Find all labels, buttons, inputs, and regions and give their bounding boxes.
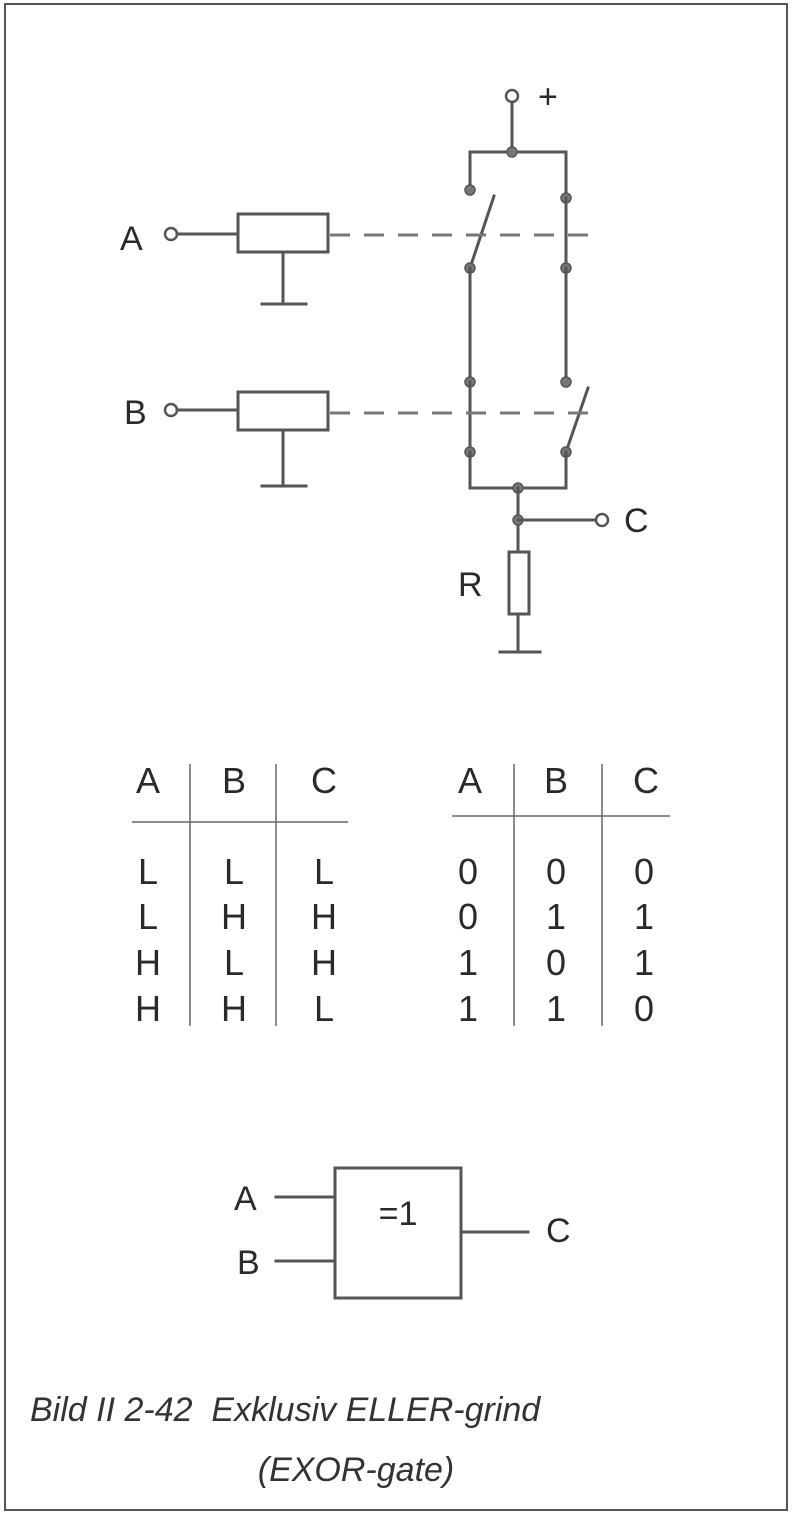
gate-input-a-label: A [234, 1180, 257, 1218]
relay-coil-b [236, 390, 330, 432]
table-lh-cell: L [224, 851, 244, 892]
switch-a1-blade [468, 194, 496, 270]
table-lh-cell: H [311, 896, 337, 937]
table-01-header: C [633, 760, 659, 801]
supply-terminal [504, 88, 520, 104]
table-01-cell: 0 [546, 851, 566, 892]
gate-input-b-label: B [237, 1244, 260, 1282]
switch-b2-contact-top [560, 376, 572, 388]
relay-circuit: + C R A [120, 78, 649, 654]
switch-a1-contact-top [464, 184, 476, 196]
table-01-cell: 0 [458, 896, 478, 937]
supply-junction [506, 146, 518, 158]
output-label: C [624, 502, 649, 540]
input-b-label: B [124, 394, 147, 432]
output-terminal [594, 512, 610, 528]
figure-caption: Bild II 2-42 Exklusiv ELLER-grind (EXOR-… [30, 1391, 541, 1489]
table-01-cell: 1 [458, 942, 478, 983]
resistor-label: R [458, 566, 483, 604]
table-01-header: A [458, 760, 482, 801]
table-lh-cell: L [138, 896, 158, 937]
table-01-cell: 0 [458, 851, 478, 892]
table-01-cell: 1 [634, 896, 654, 937]
table-01-cell: 0 [634, 988, 654, 1029]
table-lh-cell: L [314, 988, 334, 1029]
table-01-cell: 1 [458, 988, 478, 1029]
gate-body [333, 1166, 463, 1300]
table-lh-cell: H [221, 988, 247, 1029]
table-01-cell: 0 [546, 942, 566, 983]
exor-gate-symbol: =1 A B C [234, 1166, 571, 1300]
table-lh-header: C [311, 760, 337, 801]
gate-function-label: =1 [379, 1195, 418, 1233]
truth-table-01: A B C 0 0 0 0 1 1 1 0 1 1 1 0 [452, 760, 670, 1029]
table-lh-header: B [222, 760, 246, 801]
table-lh-header: A [136, 760, 160, 801]
input-b-terminal [163, 402, 179, 418]
truth-table-lh: A B C L L L L H H H L H H H L [132, 760, 348, 1029]
gate-output-label: C [546, 1212, 571, 1250]
table-01-cell: 1 [546, 896, 566, 937]
table-lh-cell: H [135, 942, 161, 983]
switch-b2-blade [564, 386, 590, 454]
supply-label: + [538, 78, 558, 116]
caption-line-1: Bild II 2-42 Exklusiv ELLER-grind [30, 1391, 541, 1429]
table-lh-cell: H [311, 942, 337, 983]
table-lh-cell: L [224, 942, 244, 983]
input-a-terminal [163, 226, 179, 242]
resistor [507, 550, 531, 616]
table-lh-cell: H [135, 988, 161, 1029]
table-lh-cell: H [221, 896, 247, 937]
table-lh-cell: L [314, 851, 334, 892]
table-01-cell: 1 [546, 988, 566, 1029]
input-a-label: A [120, 220, 143, 258]
caption-line-2: (EXOR-gate) [258, 1451, 455, 1489]
table-01-cell: 1 [634, 942, 654, 983]
table-01-cell: 0 [634, 851, 654, 892]
relay-coil-a [236, 212, 330, 254]
table-01-header: B [544, 760, 568, 801]
table-lh-cell: L [138, 851, 158, 892]
page-frame [4, 3, 788, 1511]
